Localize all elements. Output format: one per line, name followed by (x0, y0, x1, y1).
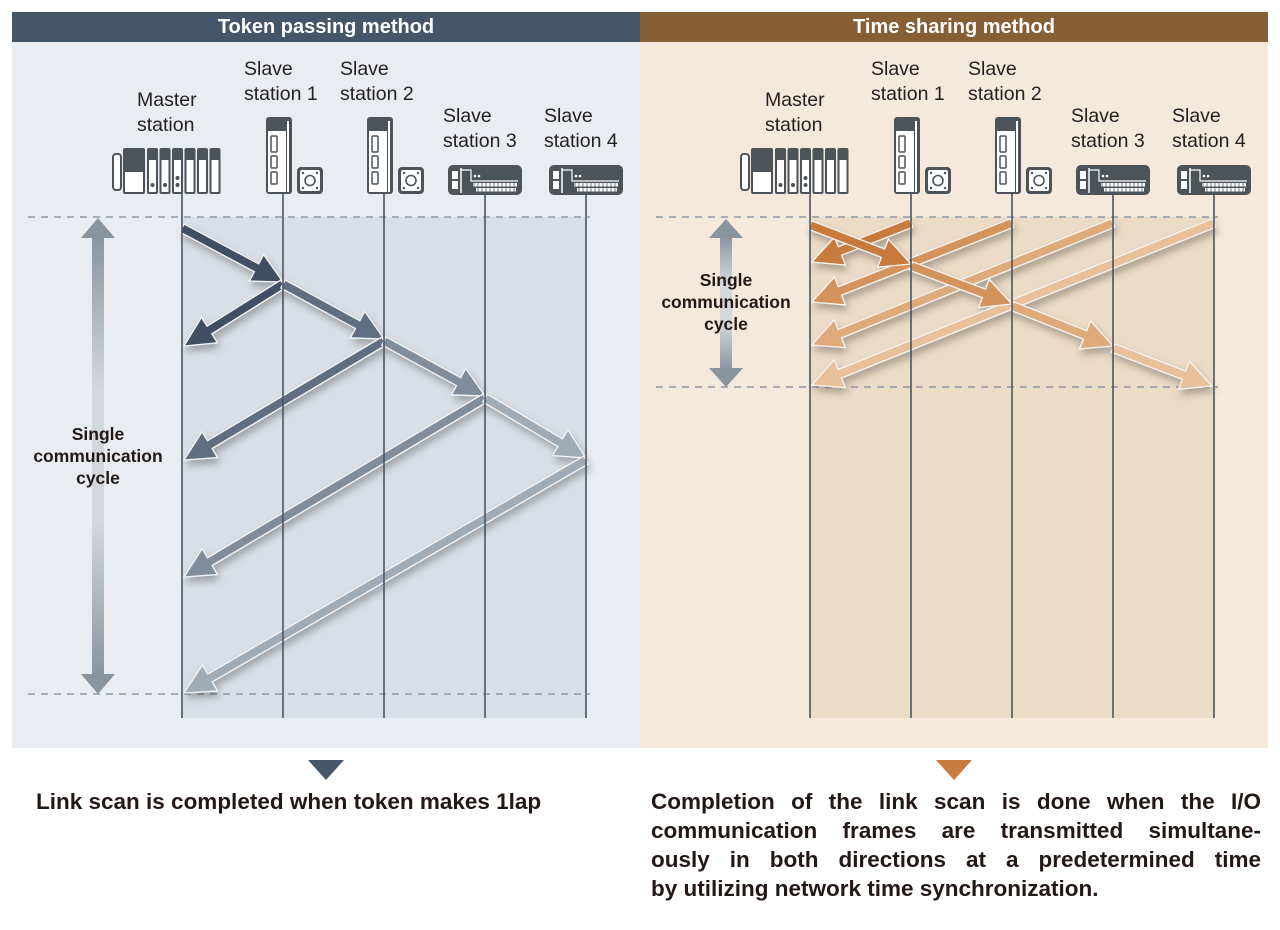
time-sharing-station-lines (809, 190, 1215, 718)
time-sharing-arrows (807, 217, 1217, 391)
token-passing-header: Token passing method (12, 12, 640, 42)
ts-caption-pointer-icon (936, 760, 972, 780)
token-cycle-double-arrow-icon (81, 218, 115, 694)
time-sharing-header: Time sharing method (640, 12, 1268, 42)
token-station-lines (181, 190, 587, 718)
token-passing-caption: Link scan is completed when token makes … (36, 789, 542, 814)
device-icons (112, 117, 1251, 195)
token-arrows (178, 223, 590, 694)
ts-cycle-double-arrow-icon (709, 219, 743, 387)
token-caption-pointer-icon (308, 760, 344, 780)
time-sharing-caption: Completion of the link scan is done when… (651, 789, 1261, 901)
